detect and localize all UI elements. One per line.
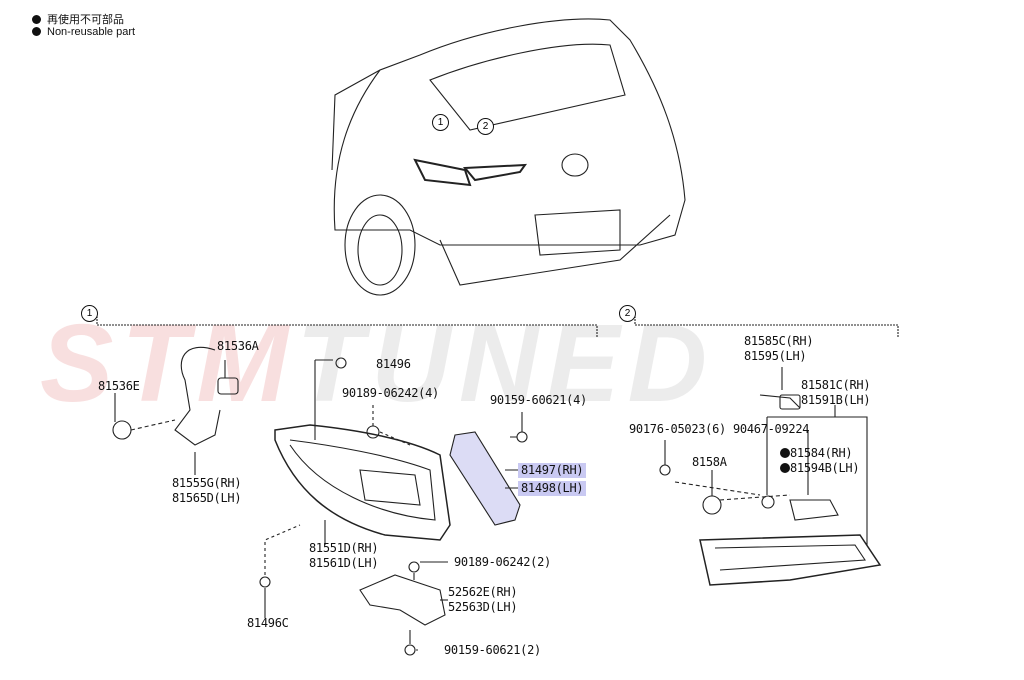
part-90176-05023[interactable]: 90176-05023(6)	[629, 422, 726, 436]
part-90159-60621-4[interactable]: 90159-60621(4)	[490, 393, 587, 407]
part-81555G[interactable]: 81555G(RH)	[172, 476, 242, 490]
non-reusable-bullet-icon	[780, 463, 790, 473]
callout-1-car: 1	[432, 114, 449, 131]
lamp-gasket-81497	[449, 412, 528, 526]
part-52563D[interactable]: 52563D(LH)	[448, 600, 518, 614]
part-81584[interactable]: 81584(RH)	[780, 446, 853, 461]
bullet-icon	[32, 15, 41, 24]
non-reusable-bullet-icon	[780, 448, 790, 458]
part-90467-09224[interactable]: 90467-09224	[733, 422, 810, 436]
legend-jp-text: 再使用不可部品	[47, 14, 124, 26]
watermark-part1: STM	[40, 302, 297, 425]
part-52562E[interactable]: 52562E(RH)	[448, 585, 518, 599]
part-81498[interactable]: 81498(LH)	[518, 481, 587, 496]
part-81496C[interactable]: 81496C	[247, 616, 289, 630]
part-81496[interactable]: 81496	[376, 357, 411, 371]
part-81565D[interactable]: 81565D(LH)	[172, 491, 242, 505]
part-90189-06242-2[interactable]: 90189-06242(2)	[454, 555, 551, 569]
tail-lamp-inner	[659, 367, 882, 586]
socket-wire-assembly	[112, 346, 239, 475]
part-81581C[interactable]: 81581C(RH)	[801, 378, 871, 392]
legend-jp: 再使用不可部品	[32, 11, 124, 27]
callout-2-car: 2	[477, 118, 494, 135]
part-90159-60621-2[interactable]: 90159-60621(2)	[444, 643, 541, 657]
part-81497[interactable]: 81497(RH)	[518, 463, 587, 478]
part-81584-text: 81584(RH)	[790, 446, 853, 460]
bullet-icon	[32, 27, 41, 36]
part-81551D[interactable]: 81551D(RH)	[309, 541, 379, 555]
part-81594B[interactable]: 81594B(LH)	[780, 461, 860, 476]
tail-lamp-outer	[259, 357, 451, 618]
callout-2-section: 2	[619, 305, 636, 322]
bracket-52562E	[359, 561, 448, 656]
part-81536A[interactable]: 81536A	[217, 339, 259, 353]
part-81591B[interactable]: 81591B(LH)	[801, 393, 871, 407]
legend-en: Non-reusable part	[32, 26, 135, 38]
callout-1-section: 1	[81, 305, 98, 322]
part-81536E[interactable]: 81536E	[98, 379, 140, 393]
watermark-part2: TUNED	[296, 302, 716, 425]
car-rear-outline	[331, 18, 686, 296]
part-8158A[interactable]: 8158A	[692, 455, 727, 469]
part-81585C[interactable]: 81585C(RH)	[744, 334, 814, 348]
part-81594B-text: 81594B(LH)	[790, 461, 860, 475]
legend-en-text: Non-reusable part	[47, 26, 136, 38]
part-81561D[interactable]: 81561D(LH)	[309, 556, 379, 570]
part-90189-06242-4[interactable]: 90189-06242(4)	[342, 386, 439, 400]
part-81595[interactable]: 81595(LH)	[744, 349, 807, 363]
watermark: STMTUNED	[40, 300, 715, 427]
